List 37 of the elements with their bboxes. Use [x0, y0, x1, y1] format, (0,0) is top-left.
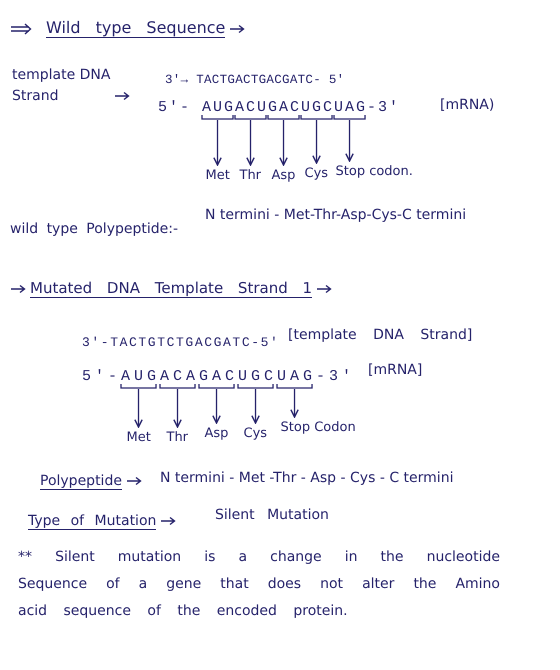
amino-acid-label: Met	[126, 430, 151, 446]
arrow	[312, 120, 321, 164]
arrow	[279, 120, 288, 166]
arrow	[173, 389, 182, 428]
amino-acid-label: Asp	[272, 168, 296, 184]
arrow	[213, 120, 222, 166]
arrow	[290, 389, 299, 418]
amino-acid-label: Asp	[204, 426, 228, 442]
amino-acid-label: Cys	[304, 166, 328, 182]
arrow	[212, 389, 221, 424]
amino-acid-label: Thr	[166, 430, 188, 446]
mutation-type-label: Type of Mutation	[28, 513, 156, 530]
dna-sequence: 3'→ TACTGACTGACGATC- 5'	[165, 73, 344, 87]
arrow	[246, 120, 255, 166]
mrna-sequence: 5'-AUGACAGACUGCUAG-3'	[82, 368, 356, 385]
polypeptide-label: wild type Polypeptide:-	[10, 221, 178, 237]
stop-codon-label: Stop Codon	[280, 420, 356, 436]
arrow	[251, 389, 260, 424]
definition-note: ** Silent mutation is a change in the nucleotide Sequence of a gene that does not alter the Amino acid sequence of the encoded protein.	[18, 549, 500, 619]
mutation-type-value: Silent Mutation	[215, 507, 329, 523]
dna-sequence: 3'-TACTGTCTGACGATC-5'	[82, 335, 280, 350]
strand-note: [mRNA]	[368, 362, 422, 378]
mrna-sequence: 5'- AUGACUGACUGCUAG-3'	[158, 99, 400, 116]
amino-acid-label: Thr	[240, 168, 262, 184]
strand-label: template DNA Strand	[12, 67, 110, 104]
amino-acid-label: Met	[206, 168, 230, 184]
polypeptide-label: Polypeptide	[40, 473, 122, 490]
polypeptide-chain: N termini - Met -Thr - Asp - Cys - C termini	[160, 470, 454, 486]
stop-codon-label: Stop codon.	[336, 164, 413, 180]
section-heading: Mutated DNA Template Strand 1	[30, 279, 312, 298]
strand-note: [template DNA Strand]	[288, 327, 472, 343]
polypeptide-chain: N termini - Met-Thr-Asp-Cys-C termini	[205, 207, 466, 223]
arrow	[134, 389, 143, 428]
section-heading: Wild type Sequence	[46, 18, 226, 38]
arrow	[345, 120, 354, 162]
amino-acid-label: Cys	[244, 426, 268, 442]
strand-note: [mRNA)	[440, 97, 494, 113]
